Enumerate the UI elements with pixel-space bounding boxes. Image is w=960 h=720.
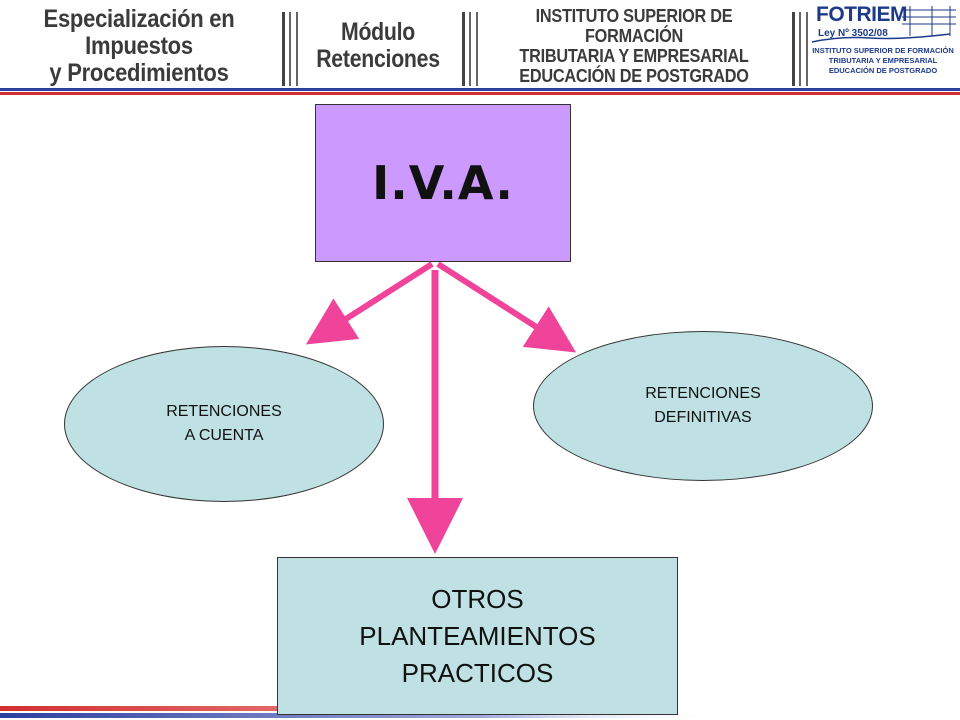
arrow-to-retenciones-a-cuenta [305,261,434,345]
node-retenciones-definitivas: RETENCIONES DEFINITIVAS [533,331,873,481]
logo-subtitle: INSTITUTO SUPERIOR DE FORMACIÓN TRIBUTAR… [810,46,956,76]
arrow-to-retenciones-definitivas [436,261,577,353]
module-title-line2: Retenciones [316,45,440,73]
node-retenciones-definitivas-line2: DEFINITIVAS [654,409,752,426]
logo-subtitle-line2: TRIBUTARIA Y EMPRESARIAL [828,56,938,65]
node-iva: I.V.A. [315,104,571,262]
node-otros-line2: PLANTEAMIENTOS [359,620,596,651]
node-retenciones-a-cuenta: RETENCIONES A CUENTA [64,346,384,502]
course-title-line1: Especialización en Impuestos [43,4,235,60]
fotriem-logo: FOTRIEM Ley Nº 3502/08 INSTITUTO SUPERIO… [810,2,956,86]
logo-lines-icon [902,6,956,36]
logo-subtitle-line1: INSTITUTO SUPERIOR DE FORMACIÓN [812,46,954,55]
node-retenciones-a-cuenta-line1: RETENCIONES [166,403,282,420]
logo-swoosh-icon [811,33,951,43]
module-title: Módulo Retenciones [312,8,445,84]
header-separator [792,12,795,86]
header-separator [282,12,285,86]
header-stripe-blue [0,88,960,91]
header-separator [289,12,291,86]
module-title-line1: Módulo [340,18,416,46]
node-otros-line1: OTROS [431,583,524,614]
institute-title-line1: INSTITUTO SUPERIOR DE FORMACIÓN [535,5,733,46]
header-stripe-red [0,92,960,95]
node-retenciones-a-cuenta-line2: A CUENTA [184,427,264,444]
institute-title-line3: EDUCACIÓN DE POSTGRADO [519,65,749,86]
course-title: Especialización en Impuestos y Procedimi… [22,4,256,87]
node-retenciones-definitivas-line1: RETENCIONES [645,385,761,402]
logo-law: Ley Nº 3502/08 [818,28,888,39]
header-separator [296,12,298,86]
header-separator [806,12,808,86]
logo-name: FOTRIEM [816,3,908,26]
course-title-line2: y Procedimientos [49,58,229,87]
institute-title: INSTITUTO SUPERIOR DE FORMACIÓN TRIBUTAR… [497,5,772,86]
header-separator [799,12,801,86]
node-otros-planteamientos: OTROS PLANTEAMIENTOS PRACTICOS [277,557,678,715]
institute-title-line2: TRIBUTARIA Y EMPRESARIAL [519,45,749,66]
header-separator [462,12,465,86]
header-separator [476,12,478,86]
header-banner: Especialización en Impuestos y Procedimi… [0,0,960,92]
header-separator [469,12,471,86]
node-otros-line3: PRACTICOS [401,657,554,688]
logo-subtitle-line3: EDUCACIÓN DE POSTGRADO [828,66,938,75]
